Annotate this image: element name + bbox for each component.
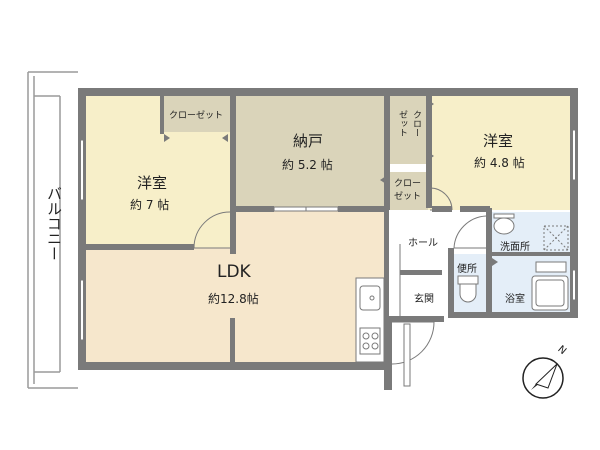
closet-top-label: クローゼット [169,111,224,121]
closet-top-fill [162,96,234,132]
storage-area: 約 5.2 帖 [282,158,333,172]
balcony-label: バルコニー [45,186,63,261]
bathroom-label: 浴室 [505,294,525,305]
closet-door-marks [164,100,498,266]
hall-label: ホール [408,238,438,249]
closet-small-label-b: ゼット [394,192,422,202]
closet-vertical-label-a: クロー [411,110,421,137]
east-room-fill [428,96,573,210]
stove-icon [359,327,381,355]
washbasin-icon [493,213,515,235]
ldk-name: LDK [217,262,251,282]
west-room-lower-fill [84,210,234,248]
toilet-label: 便所 [457,264,477,275]
east-room-name: 洋室 [483,132,514,150]
ldk-fill-upper [234,210,388,363]
kitchen-sink-icon [359,285,381,311]
walls [78,88,578,390]
storage-name: 納戸 [293,132,324,150]
ldk-area: 約12.8帖 [208,292,259,306]
sliding-door-storage [273,206,339,212]
toilet-icon [457,275,479,303]
closet-vertical-label-b: ゼット [397,110,407,137]
west-room-name: 洋室 [137,174,168,192]
storage-fill [234,96,388,210]
west-room-area: 約 7 帖 [130,198,170,212]
door-swings [193,187,488,365]
north-compass-icon [522,357,564,399]
washing-machine-pan-icon [543,225,569,251]
entrance-label: 玄関 [414,294,434,305]
closet-small-label-a: クロー [394,179,422,189]
closet-vertical-fill [388,96,428,164]
entrance-details [399,244,411,387]
windows [81,130,575,340]
window-frames [79,129,577,341]
washroom-label: 洗面所 [500,242,530,253]
closet-small-fill [388,172,428,210]
bathtub-icon [531,261,569,311]
balcony-outline [27,71,78,389]
east-room-area: 約 4.8 帖 [474,156,525,170]
